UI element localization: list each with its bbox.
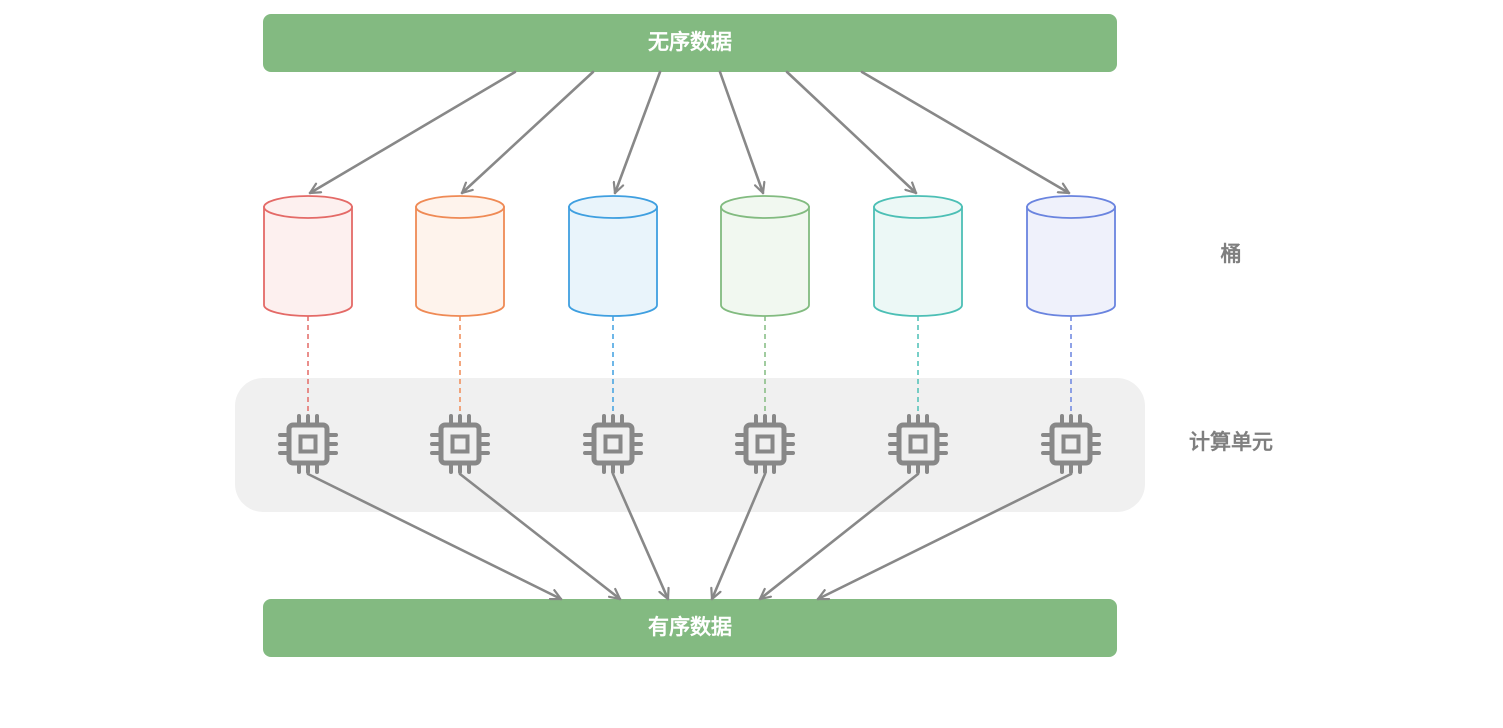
cpu-chip-icon — [278, 414, 338, 474]
bucket-row-label: 桶 — [1221, 242, 1242, 266]
merge-arrow — [306, 472, 563, 601]
merge-arrow — [816, 472, 1073, 601]
bucket-1 — [263, 195, 353, 317]
cpu-chip-icon — [735, 414, 795, 474]
cpu-chip-icon — [1041, 414, 1101, 474]
distribute-arrow — [460, 70, 595, 195]
distribute-arrow — [718, 70, 763, 195]
sorted-data-box: 有序数据 — [263, 599, 1117, 657]
bucket-row — [263, 195, 1116, 317]
merge-arrow — [758, 472, 920, 601]
distribute-arrow — [860, 70, 1071, 195]
sorted-data-label: 有序数据 — [648, 615, 732, 639]
distribute-arrow — [615, 70, 662, 195]
distribute-arrow — [308, 70, 517, 195]
unsorted-data-box: 无序数据 — [263, 14, 1117, 72]
bucket-4 — [720, 195, 810, 317]
compute-unit-panel — [235, 378, 1145, 512]
distribute-arrow — [785, 70, 918, 195]
distribute-arrows — [308, 70, 1071, 195]
bucket-6 — [1026, 195, 1116, 317]
compute-unit-row-label: 计算单元 — [1189, 430, 1273, 454]
cpu-chip-icon — [430, 414, 490, 474]
unsorted-data-label: 无序数据 — [648, 30, 732, 54]
bucket-2 — [415, 195, 505, 317]
merge-arrow — [712, 472, 767, 601]
merge-arrow — [611, 472, 668, 601]
merge-arrows — [306, 472, 1073, 601]
cpu-chip-icon — [888, 414, 948, 474]
bucket-3 — [568, 195, 658, 317]
bucket-to-compute-links — [307, 316, 1072, 418]
cpu-chip-icon — [583, 414, 643, 474]
compute-unit-row — [278, 414, 1101, 474]
bucket-5 — [873, 195, 963, 317]
merge-arrow — [458, 472, 622, 601]
